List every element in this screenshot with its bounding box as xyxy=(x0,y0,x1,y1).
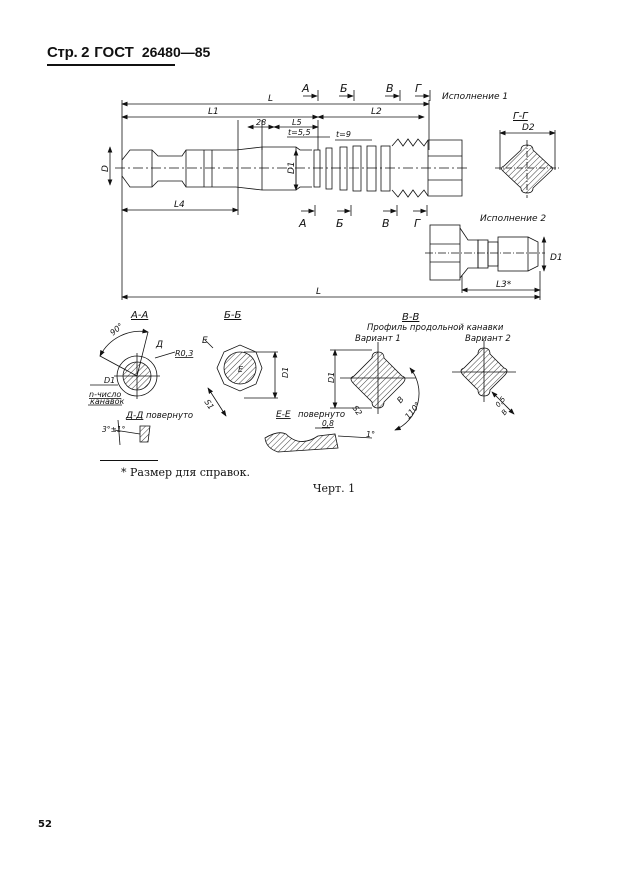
dim-l1: L1 xyxy=(208,107,219,117)
marker-a-bottom: А xyxy=(298,217,307,230)
section-ee-title: Е-Е xyxy=(276,410,291,420)
section-ee xyxy=(264,427,373,453)
marker-a-top: А xyxy=(301,82,310,95)
section-markers-top xyxy=(303,90,431,101)
section-vv xyxy=(330,340,516,431)
section-gg-dim: D2 xyxy=(522,123,535,133)
section-vv-variant-1: Вариант 1 xyxy=(355,334,401,344)
marker-b-top: Б xyxy=(340,82,348,95)
section-aa-note-2: канавок xyxy=(90,397,124,406)
footnote-divider xyxy=(100,460,158,461)
section-ee-angle: 1° xyxy=(366,430,375,439)
section-aa xyxy=(88,328,176,406)
standard-label: ГОСТ xyxy=(94,44,134,61)
dim-t9: t=9 xyxy=(336,130,351,139)
marker-b-bottom: Б xyxy=(336,217,344,230)
section-dd-angle: 3°±1° xyxy=(102,425,126,434)
variant-1-label: Исполнение 1 xyxy=(442,92,508,102)
section-aa-d1: D1 xyxy=(104,376,115,385)
section-vv-d1: D1 xyxy=(327,372,336,383)
page-label: Стр. 2 xyxy=(47,44,90,61)
section-vv-angle: 110° xyxy=(403,400,422,421)
section-bb-inner: Е xyxy=(238,365,244,374)
footnote: * Размер для справок. xyxy=(121,466,251,479)
marker-v-top: В xyxy=(386,82,394,95)
section-vv-r: 0,5 xyxy=(494,395,508,409)
marker-g-bottom: Г xyxy=(414,217,421,230)
dim-d1: D1 xyxy=(287,161,297,174)
dim-l-total: L xyxy=(316,287,321,297)
dim-l5: L5 xyxy=(292,118,302,127)
section-vv-variant-2: Вариант 2 xyxy=(465,334,511,344)
dim-l3: L3* xyxy=(496,280,512,290)
marker-g-top: Г xyxy=(415,82,422,95)
dim-l4: L4 xyxy=(174,200,185,210)
dim-d: D xyxy=(101,165,111,172)
section-aa-title: А-А xyxy=(130,310,148,321)
grooved-section xyxy=(313,145,391,192)
page-number: 52 xyxy=(38,819,52,830)
section-aa-note-1: n-число xyxy=(89,390,121,399)
section-vv-title: В-В xyxy=(402,312,419,323)
section-gg xyxy=(495,130,560,198)
section-vv-s2: S2 xyxy=(350,404,363,417)
section-bb xyxy=(204,339,278,417)
section-dd-rotated: повернуто xyxy=(146,411,193,421)
section-vv-b2: B xyxy=(500,408,509,417)
marker-v-bottom: В xyxy=(382,217,390,230)
section-vv-b: B xyxy=(395,395,405,405)
section-ee-rotated: повернуто xyxy=(298,410,345,420)
section-bb-view: Е xyxy=(202,336,208,346)
dim-l: L xyxy=(268,94,273,104)
drill-rod-variant-2 xyxy=(121,224,547,300)
section-vv-subtitle: Профиль продольной канавки xyxy=(367,323,504,333)
section-aa-view: Д xyxy=(155,340,163,350)
dim-28: 28 xyxy=(256,118,266,127)
standard-number: 26480—85 xyxy=(141,44,211,60)
dim-l2: L2 xyxy=(371,107,382,117)
section-bb-s1: S1 xyxy=(202,398,215,411)
section-markers-bottom xyxy=(301,205,428,216)
figure-caption: Черт. 1 xyxy=(313,482,356,495)
section-ee-dim: 0,8 xyxy=(322,419,334,428)
drill-rod-main-view xyxy=(107,100,470,300)
section-aa-radius: R0,3 xyxy=(175,349,193,358)
section-bb-d1: D1 xyxy=(281,367,290,378)
variant-2-d1: D1 xyxy=(550,253,563,263)
dim-t55: t=5,5 xyxy=(288,128,311,137)
section-gg-title: Г-Г xyxy=(513,111,529,122)
section-dd-title: Д-Д xyxy=(125,411,143,421)
section-bb-title: Б-Б xyxy=(224,310,241,321)
section-dd xyxy=(113,419,151,446)
variant-2-label: Исполнение 2 xyxy=(480,214,546,224)
